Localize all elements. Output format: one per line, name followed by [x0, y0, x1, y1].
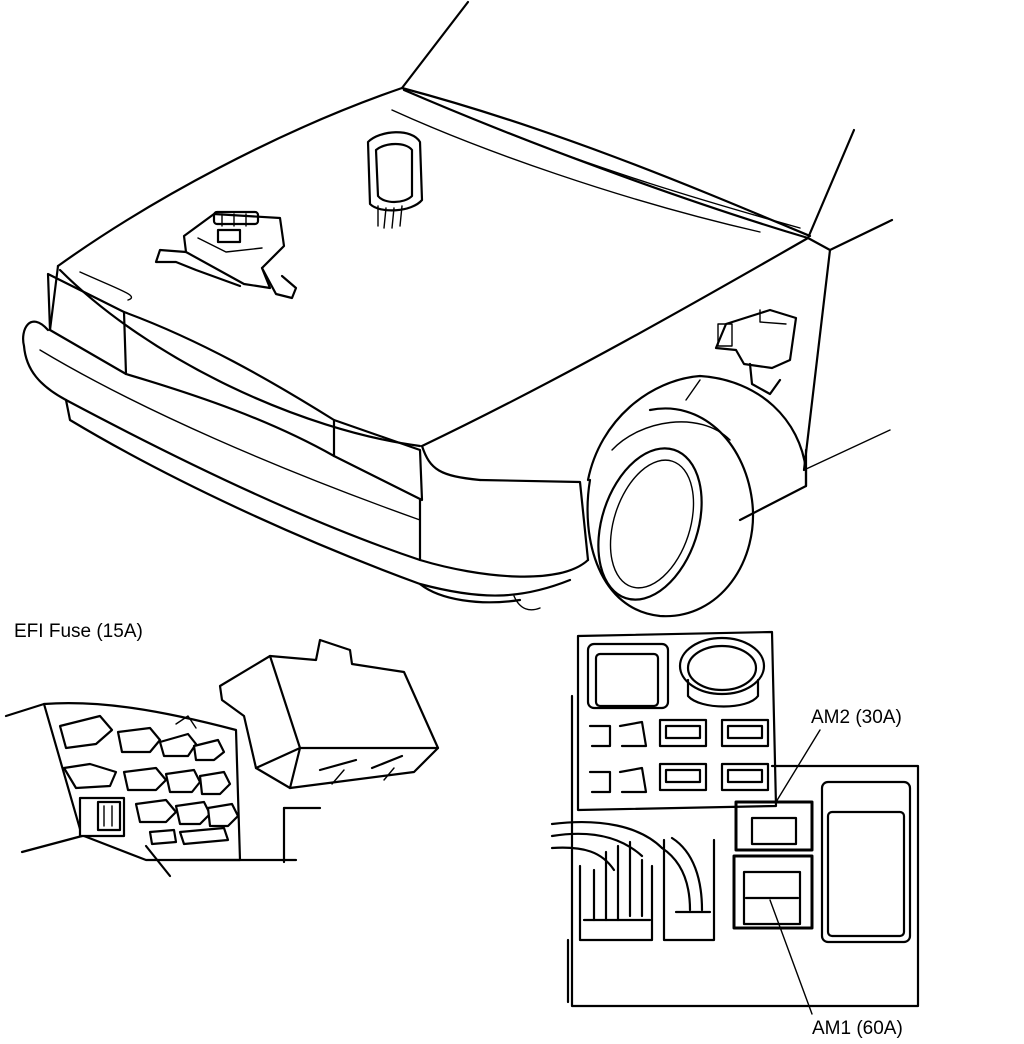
engine-fuse-block-icon — [154, 210, 298, 300]
efi-fuse-panel-illustration — [4, 702, 322, 878]
fuse-slot-row-lower — [588, 762, 770, 794]
am2-leader-line — [775, 729, 821, 803]
fuse-row-2 — [62, 762, 232, 796]
relay-cylinder-icon — [678, 636, 766, 708]
ecu-module-icon — [366, 131, 424, 229]
efi-fuse-label: EFI Fuse (15A) — [14, 621, 143, 642]
fuse-row-3 — [134, 798, 240, 846]
fusible-link-box-illustration — [550, 630, 920, 1008]
fuse-box-cover-icon — [218, 638, 440, 790]
car-front-illustration — [22, 0, 894, 618]
am2-fusible-link-icon — [734, 800, 814, 852]
am2-label: AM2 (30A) — [811, 707, 902, 728]
efi-fuse-icon — [78, 796, 126, 838]
fuse-slot-row-upper — [588, 718, 770, 748]
fender-connector-icon — [714, 308, 798, 396]
am1-fusible-link-icon — [732, 854, 814, 930]
am1-label: AM1 (60A) — [812, 1018, 903, 1039]
am1-leader-line — [769, 899, 813, 1015]
wire-harness-icon — [550, 821, 712, 922]
fuse-row-1 — [58, 714, 226, 762]
